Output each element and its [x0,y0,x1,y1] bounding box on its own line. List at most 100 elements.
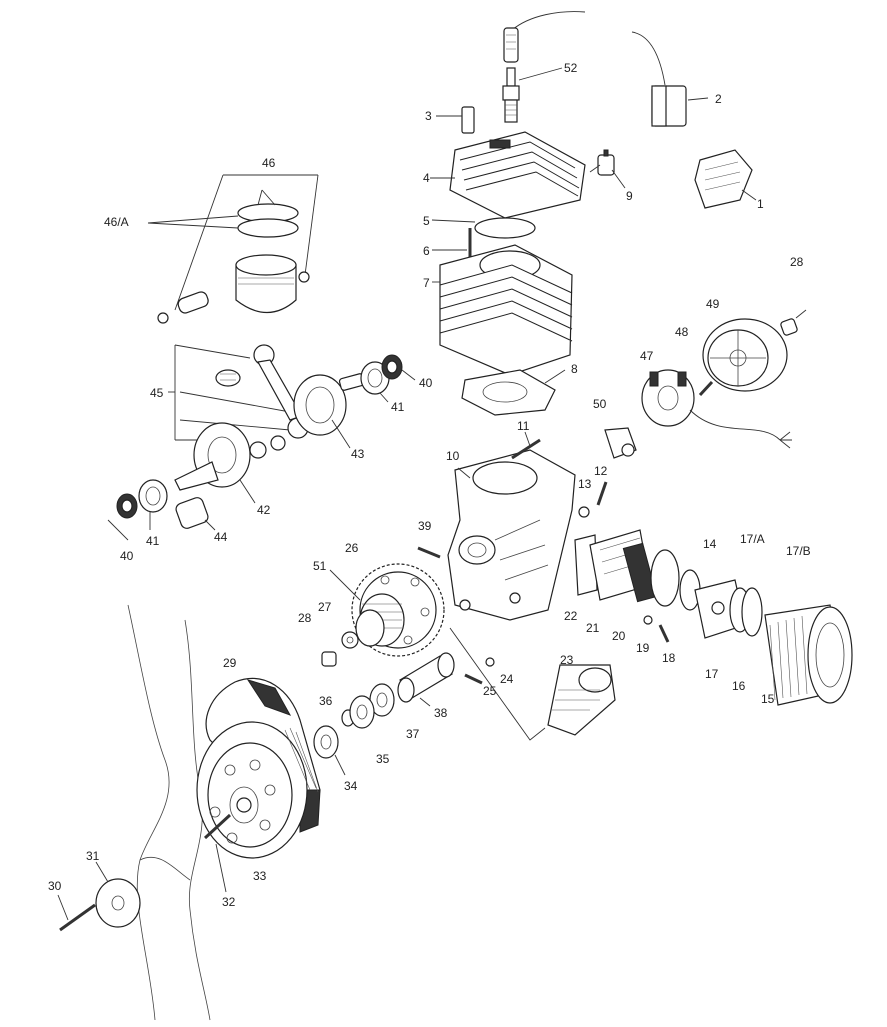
label-34: 34 [344,779,358,793]
air-filter [764,604,853,706]
bearing-34 [313,725,346,776]
bearing-35 [349,695,375,729]
label-23: 23 [560,653,574,667]
label-27: 27 [318,600,332,614]
label-40-right: 40 [419,376,433,390]
label-43: 43 [351,447,365,461]
label-15: 15 [761,692,775,706]
label-46a: 46/A [104,215,129,229]
label-6: 6 [423,244,430,258]
label-42: 42 [257,503,271,517]
label-11: 11 [517,419,530,433]
label-28-top: 28 [790,255,804,269]
cylinder-barrel [432,244,573,376]
label-46: 46 [262,156,276,170]
label-41-left: 41 [146,534,160,548]
oil-seal-left [107,493,138,541]
hub-nut [321,651,337,667]
washer-24 [485,657,495,667]
label-40-left: 40 [120,549,134,563]
label-48: 48 [675,325,689,339]
label-17b: 17/B [786,544,811,558]
spark-plug [502,67,563,123]
label-9: 9 [626,189,633,203]
pulley-bolt [203,813,232,893]
label-22: 22 [564,609,578,623]
label-24: 24 [500,672,514,686]
spark-plug-cap [503,11,586,63]
label-13: 13 [578,477,592,491]
label-50: 50 [593,397,607,411]
label-21: 21 [586,621,600,635]
dowel-pin [436,106,475,134]
propeller-plate [95,861,141,928]
label-10: 10 [446,449,460,463]
pulley-hub [329,569,405,647]
label-19: 19 [636,641,650,655]
label-31: 31 [86,849,100,863]
label-5: 5 [423,214,430,228]
stator [641,369,792,449]
label-12: 12 [594,464,608,478]
label-20: 20 [612,629,626,643]
label-29: 29 [223,656,237,670]
label-28-mid: 28 [298,611,312,625]
part-labels: 52 2 3 4 9 1 46 46/A 5 6 7 28 49 48 47 8… [48,61,811,909]
intake-adapter [622,542,701,611]
flywheel-nut [780,309,807,336]
head-gasket [431,217,536,239]
cylinder-head [430,131,586,219]
connecting-rod-assembly [168,344,309,441]
crankshaft-half-left [174,422,286,504]
label-45: 45 [150,386,164,400]
crankcase [447,449,576,621]
label-26: 26 [345,541,359,555]
crankcase-bolt [511,431,541,460]
label-52: 52 [564,61,578,75]
label-33: 33 [253,869,267,883]
voltage-regulator [694,149,757,209]
label-2: 2 [715,92,722,106]
base-gasket [461,369,566,416]
crankshaft-half-right [293,373,366,449]
piston-assembly [147,174,319,324]
case-bolt [417,546,441,559]
filter-clamp [741,587,763,637]
ignition-pickup [604,427,637,459]
washer-19 [643,615,653,625]
main-bearing-left [138,479,168,530]
label-16: 16 [732,679,746,693]
label-32: 32 [222,895,236,909]
label-38: 38 [434,706,448,720]
label-36: 36 [319,694,333,708]
oil-seal-right [381,354,416,381]
propeller-bolt [57,894,96,932]
propeller-pulley [196,721,319,859]
starter-motor [449,627,616,741]
stator-bolt [698,380,714,397]
label-47: 47 [640,349,654,363]
flywheel [702,318,788,392]
reed-stud [596,481,608,506]
label-18: 18 [662,651,676,665]
label-25: 25 [483,684,497,698]
crank-spacer [175,497,216,531]
wing-outline [127,604,211,1021]
label-44: 44 [214,530,228,544]
label-14: 14 [703,537,717,551]
label-17: 17 [705,667,719,681]
label-4: 4 [423,171,430,185]
label-49: 49 [706,297,720,311]
label-37: 37 [406,727,420,741]
label-17a: 17/A [740,532,765,546]
label-41-right: 41 [391,400,405,414]
carb-screw [658,624,670,643]
rubber-mount [589,149,626,189]
label-7: 7 [423,276,430,290]
screw-25 [464,673,483,685]
label-30: 30 [48,879,62,893]
label-1: 1 [757,197,764,211]
label-35: 35 [376,752,390,766]
label-51: 51 [313,559,327,573]
